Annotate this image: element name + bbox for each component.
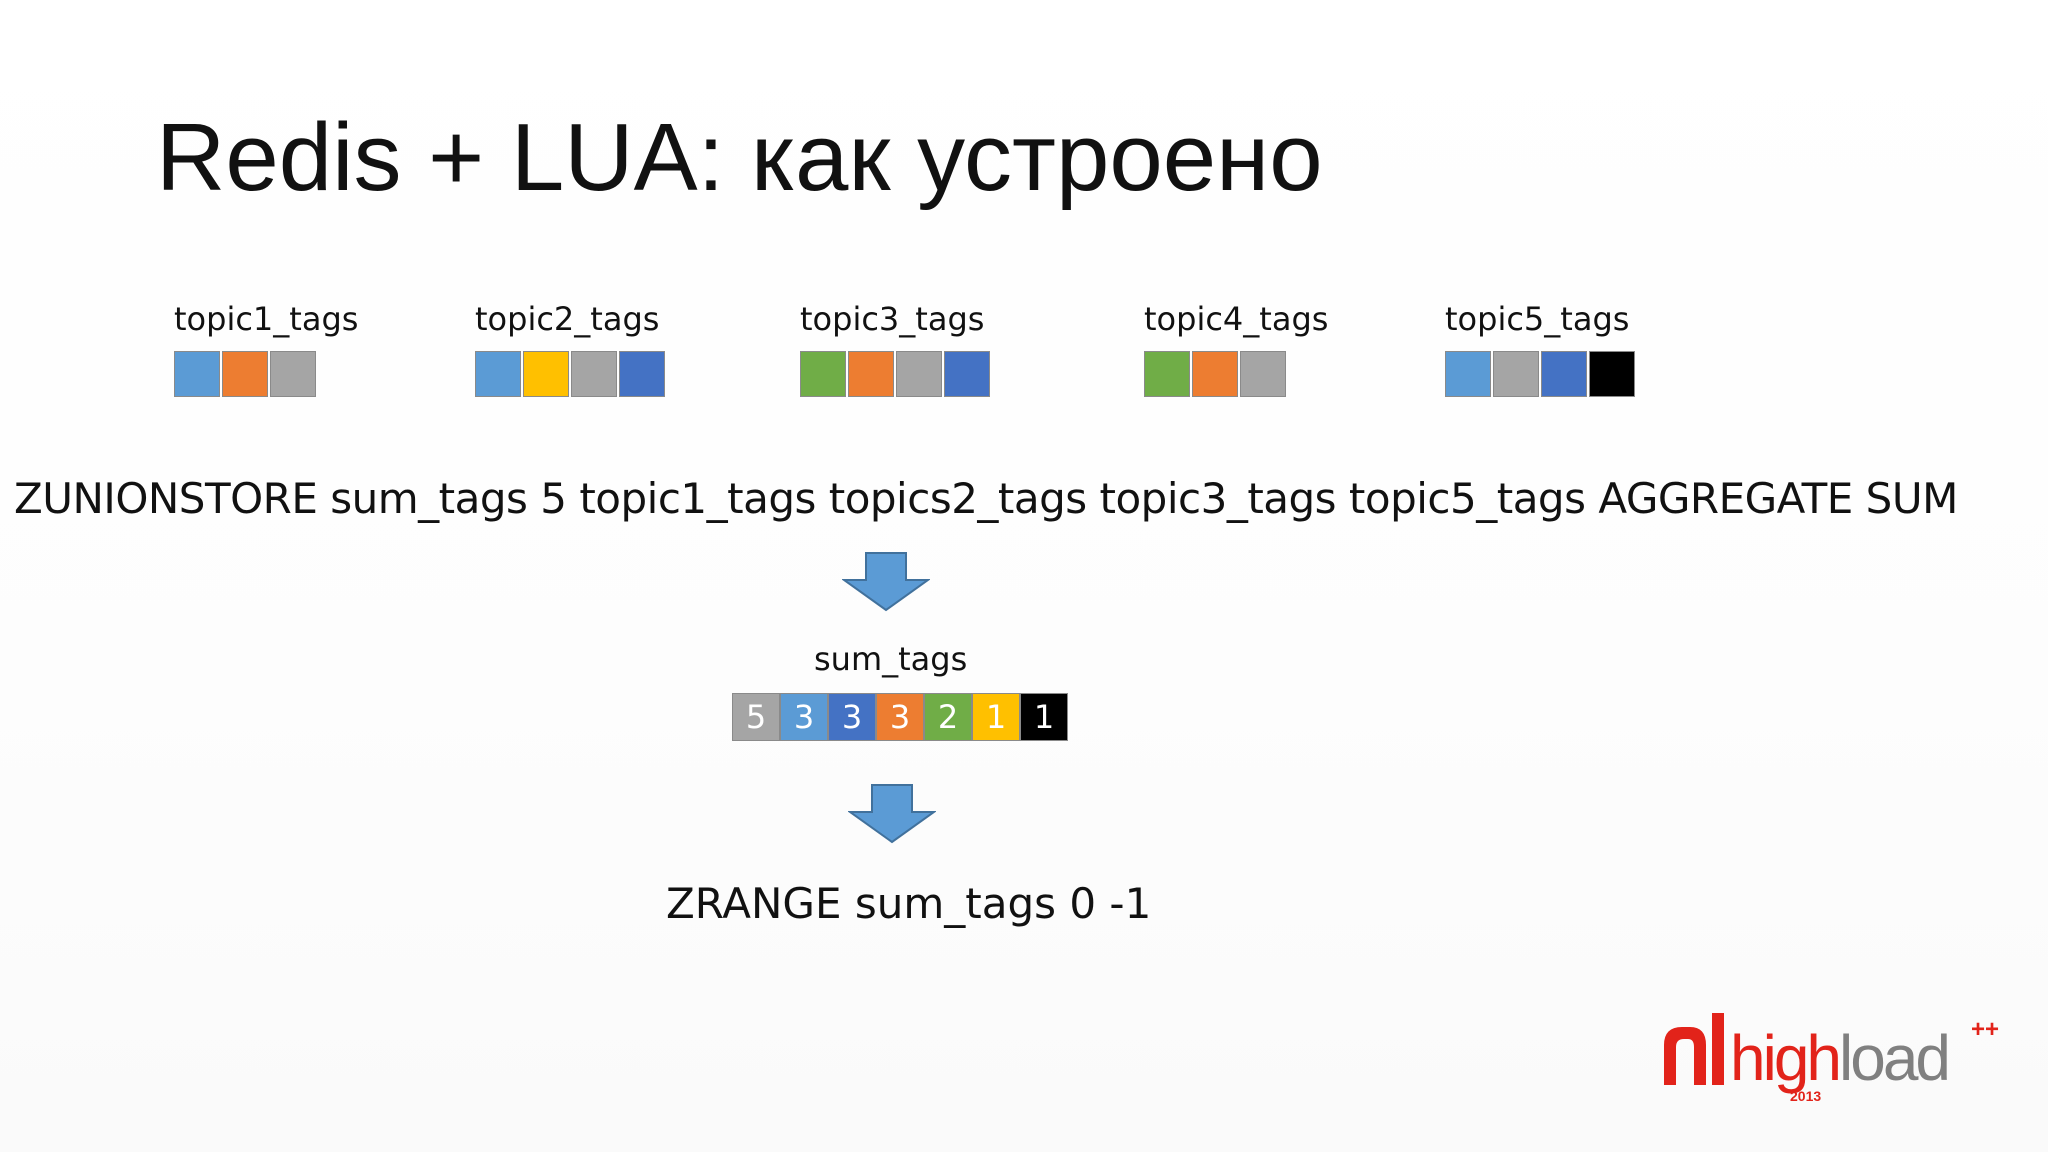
tag-cell-yellow xyxy=(523,351,569,397)
sum-tag-cell: 1 xyxy=(972,693,1020,741)
sum-tag-cell: 3 xyxy=(876,693,924,741)
sum-tag-cell: 1 xyxy=(1020,693,1068,741)
tag-cell-orange xyxy=(848,351,894,397)
tag-cell-gray xyxy=(896,351,942,397)
topic-5: topic5_tags xyxy=(1445,303,1637,397)
down-arrow-icon xyxy=(848,784,936,844)
tag-cell-blue xyxy=(1541,351,1587,397)
tag-cell-orange xyxy=(222,351,268,397)
tag-cell-blue xyxy=(944,351,990,397)
topic-3: topic3_tags xyxy=(800,303,992,397)
topic-cells xyxy=(800,351,992,397)
zrange-command: ZRANGE sum_tags 0 -1 xyxy=(666,879,1152,928)
tag-cell-light_blue xyxy=(1445,351,1491,397)
tag-cell-light_blue xyxy=(174,351,220,397)
logo-sup: ++ xyxy=(1971,1016,1999,1043)
logo-text-high: high xyxy=(1730,1022,1839,1094)
topic-cells xyxy=(475,351,667,397)
highload-logo-mark xyxy=(1664,1013,1724,1085)
topic-4: topic4_tags xyxy=(1144,303,1328,397)
topic-cells xyxy=(174,351,358,397)
highload-logo-icon: 2013 highload ++ xyxy=(1664,1013,1999,1104)
topic-cells xyxy=(1144,351,1328,397)
tag-cell-gray xyxy=(270,351,316,397)
tag-cell-light_blue xyxy=(475,351,521,397)
tag-cell-gray xyxy=(1493,351,1539,397)
topic-label: topic4_tags xyxy=(1144,300,1329,338)
tag-cell-green xyxy=(800,351,846,397)
svg-text:highload: highload xyxy=(1730,1022,1948,1094)
sum-tag-cell: 3 xyxy=(780,693,828,741)
sum-tag-cell: 3 xyxy=(828,693,876,741)
sum-tag-cell: 2 xyxy=(924,693,972,741)
tag-cell-black xyxy=(1589,351,1635,397)
logo-year: 2013 xyxy=(1790,1088,1821,1104)
topic-label: topic2_tags xyxy=(475,300,660,338)
tag-cell-gray xyxy=(571,351,617,397)
tag-cell-green xyxy=(1144,351,1190,397)
down-arrow-icon xyxy=(842,552,930,612)
tag-cell-orange xyxy=(1192,351,1238,397)
topic-label: topic1_tags xyxy=(174,300,359,338)
logo-text-load: load xyxy=(1839,1022,1948,1094)
tag-cell-gray xyxy=(1240,351,1286,397)
topic-1: topic1_tags xyxy=(174,303,358,397)
topic-label: topic5_tags xyxy=(1445,300,1630,338)
sum-tag-cell: 5 xyxy=(732,693,780,741)
topic-cells xyxy=(1445,351,1637,397)
tag-cell-blue xyxy=(619,351,665,397)
slide-title: Redis + LUA: как устроено xyxy=(156,104,1323,211)
topic-2: topic2_tags xyxy=(475,303,667,397)
sum-tags-label: sum_tags xyxy=(814,640,968,678)
topic-label: topic3_tags xyxy=(800,300,985,338)
zunionstore-command: ZUNIONSTORE sum_tags 5 topic1_tags topic… xyxy=(14,474,1958,523)
